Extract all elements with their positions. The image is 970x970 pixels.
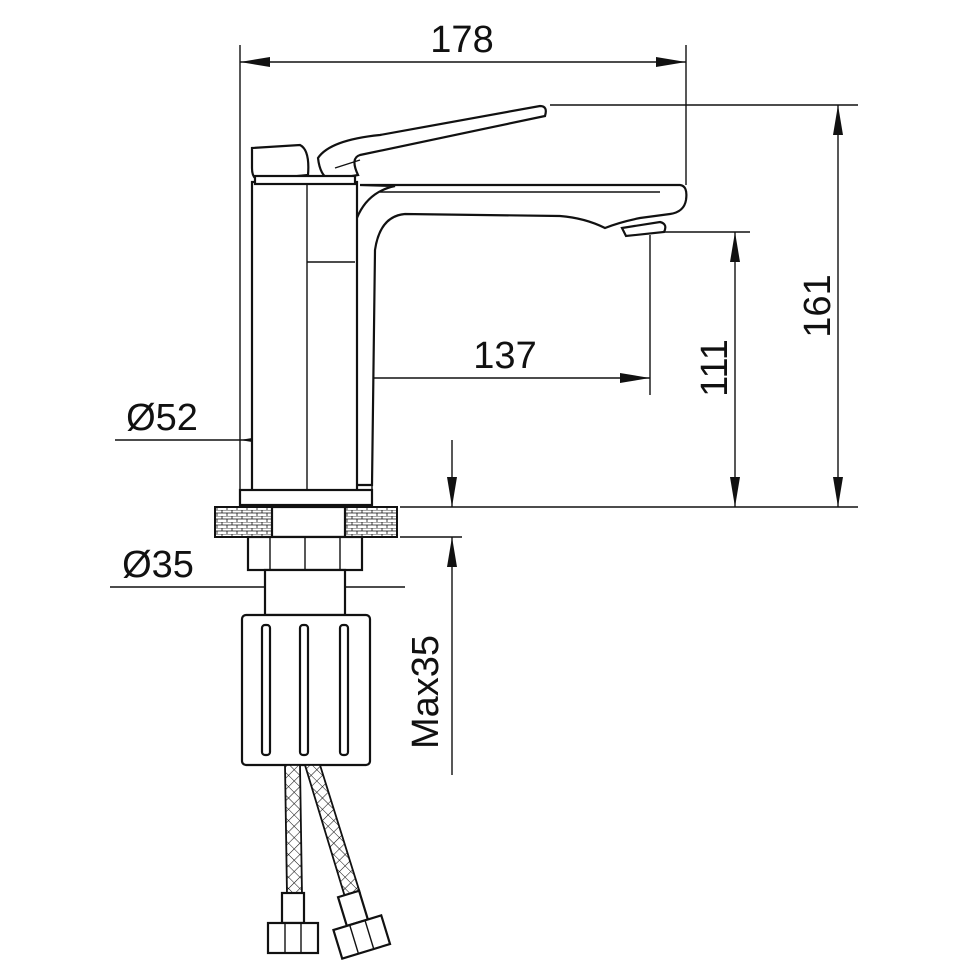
spout-reach-label: 137 <box>473 335 536 377</box>
spout-height-label: 111 <box>694 339 736 397</box>
dimension-max-deck-thickness: Max35 <box>400 440 462 775</box>
faucet-body <box>238 104 688 507</box>
body-diameter-label: Ø52 <box>126 397 198 439</box>
shank-grooves <box>260 623 350 757</box>
shank-diameter-label: Ø35 <box>122 544 194 586</box>
dimension-overall-width: 178 <box>239 19 687 492</box>
overall-width-label: 178 <box>430 19 493 61</box>
overall-height-label: 161 <box>797 274 839 337</box>
dimension-overall-height: 161 <box>400 104 858 508</box>
max-deck-thickness-label: Max35 <box>405 635 447 749</box>
supply-hoses <box>266 764 392 961</box>
dimension-spout-height: 111 <box>655 231 750 507</box>
deck-mounting <box>214 505 398 767</box>
